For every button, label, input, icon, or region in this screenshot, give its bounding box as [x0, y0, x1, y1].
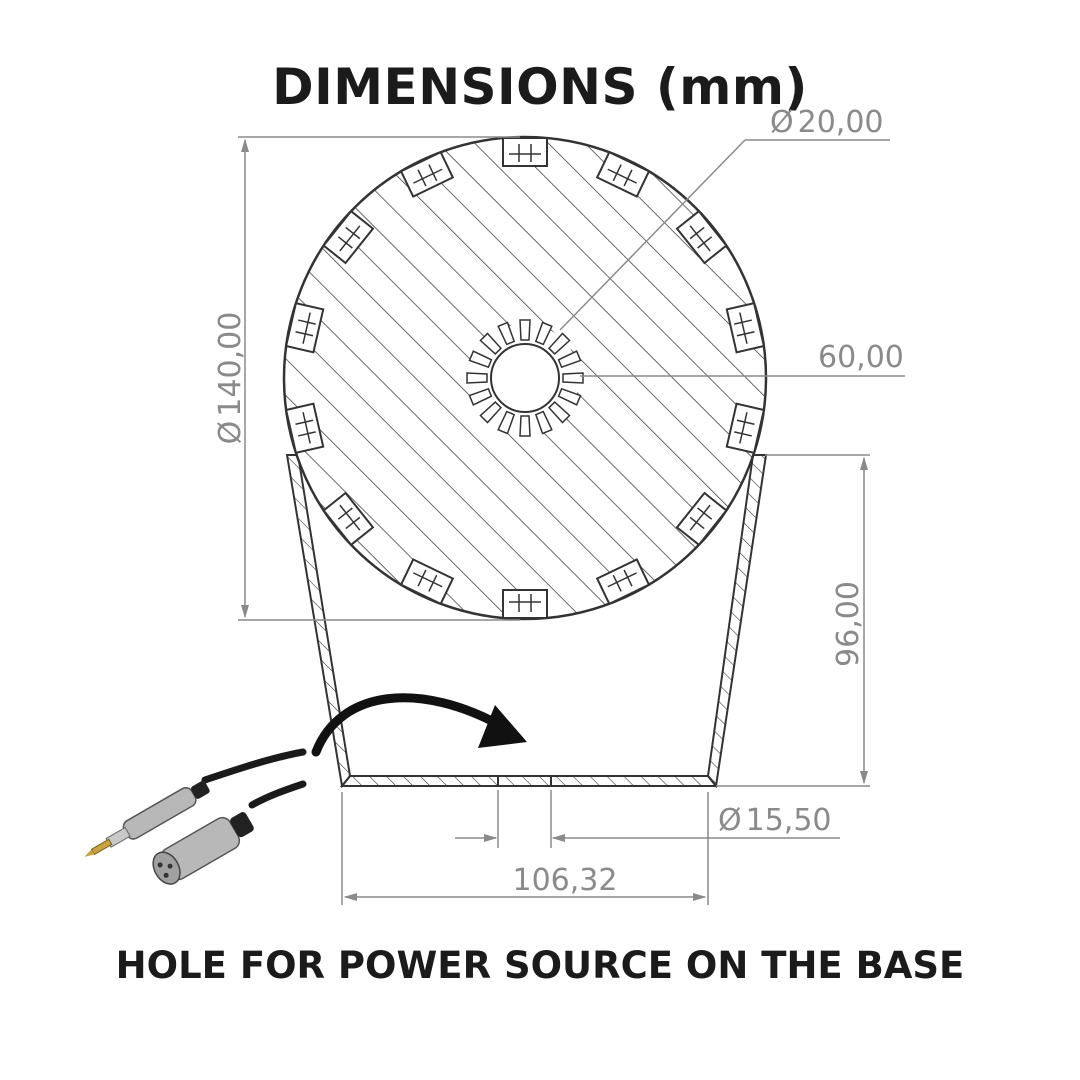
led-slot [725, 301, 766, 354]
inner-slot [468, 387, 493, 406]
audio-cable-icon [84, 748, 307, 885]
inner-slot [497, 321, 516, 346]
inner-diameter-label: 60,00 [818, 340, 904, 375]
inner-slot [468, 350, 493, 369]
led-slot [595, 558, 651, 606]
inner-slot [519, 415, 531, 437]
led-slot [595, 150, 651, 198]
inner-slot [479, 401, 502, 424]
led-slot [675, 209, 728, 265]
led-slot [322, 491, 375, 547]
inner-slot [557, 350, 582, 369]
inner-slot [497, 410, 516, 435]
led-slot [399, 150, 455, 198]
base-width-label: 106,32 [513, 863, 618, 898]
led-slot [725, 402, 766, 455]
outer-led-slots [284, 137, 766, 619]
inner-slot [466, 372, 488, 384]
sphere-diameter-label: Ø140,00 [213, 312, 248, 445]
inner-slot [557, 387, 582, 406]
inner-slot [548, 401, 571, 424]
led-slot [284, 301, 325, 354]
led-slot [322, 209, 375, 265]
led-slot [675, 491, 728, 547]
inner-slot [562, 372, 584, 384]
inner-slot [534, 321, 553, 346]
caption: HOLE FOR POWER SOURCE ON THE BASE [115, 944, 965, 987]
led-slot [284, 402, 325, 455]
led-slot [502, 589, 548, 619]
inner-slot [534, 410, 553, 435]
curved-arrow-icon [311, 693, 527, 757]
sphere-section [282, 135, 768, 621]
inner-slot [548, 332, 571, 355]
page-title: DIMENSIONS (mm) [272, 58, 808, 116]
inner-slot [479, 332, 502, 355]
base-height-label: 96,00 [831, 581, 866, 667]
led-slot [502, 137, 548, 167]
dimension-lines [238, 136, 905, 905]
inner-slot [519, 319, 531, 341]
led-slot [399, 558, 455, 606]
inner-led-slots [466, 319, 584, 437]
